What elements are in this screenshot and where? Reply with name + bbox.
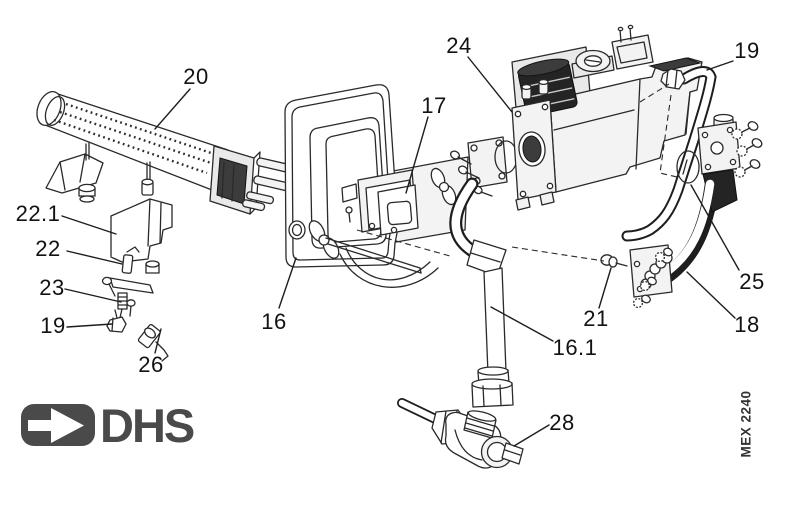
gas-valve (511, 24, 703, 211)
outlet-flange (697, 113, 763, 178)
part-label-21: 21 (583, 306, 609, 331)
part-label-16: 16 (261, 309, 287, 334)
pilot-burner-assembly (339, 169, 439, 288)
drawing-code: MEX 2240 (738, 390, 754, 458)
electrode-bracket (101, 246, 169, 362)
part-label-22: 22 (35, 236, 61, 261)
part-label-16-1: 16.1 (552, 335, 598, 360)
assembly-dashed-lines (356, 83, 678, 262)
part-label-24: 24 (446, 33, 472, 58)
part-label-25: 25 (739, 269, 765, 294)
part-label-18: 18 (734, 312, 760, 337)
pipe-flange (430, 136, 508, 206)
o-ring-seal (676, 150, 700, 184)
gas-supply-pipe (449, 177, 514, 408)
deflector-plate (45, 142, 154, 203)
right-arrow-icon (21, 404, 95, 446)
pilot-supply-pipe (621, 66, 717, 242)
elbow-pipe (656, 169, 738, 286)
part-label-26: 26 (138, 352, 164, 377)
part-label-19-top: 19 (734, 38, 760, 63)
part-label-22-1: 22.1 (15, 201, 61, 226)
burner-tube (36, 91, 298, 215)
gas-cock (397, 398, 524, 469)
label-leader-lines (61, 56, 740, 447)
part-label-23: 23 (39, 275, 65, 300)
part-label-17: 17 (421, 93, 447, 118)
electrode-cover (110, 198, 173, 274)
bottom-flange (600, 244, 673, 309)
part-label-28: 28 (549, 410, 575, 435)
brand-logo: DHS (20, 398, 195, 452)
part-label-19-left: 19 (40, 313, 66, 338)
logo-text: DHS (100, 398, 195, 452)
part-label-20: 20 (183, 64, 209, 89)
